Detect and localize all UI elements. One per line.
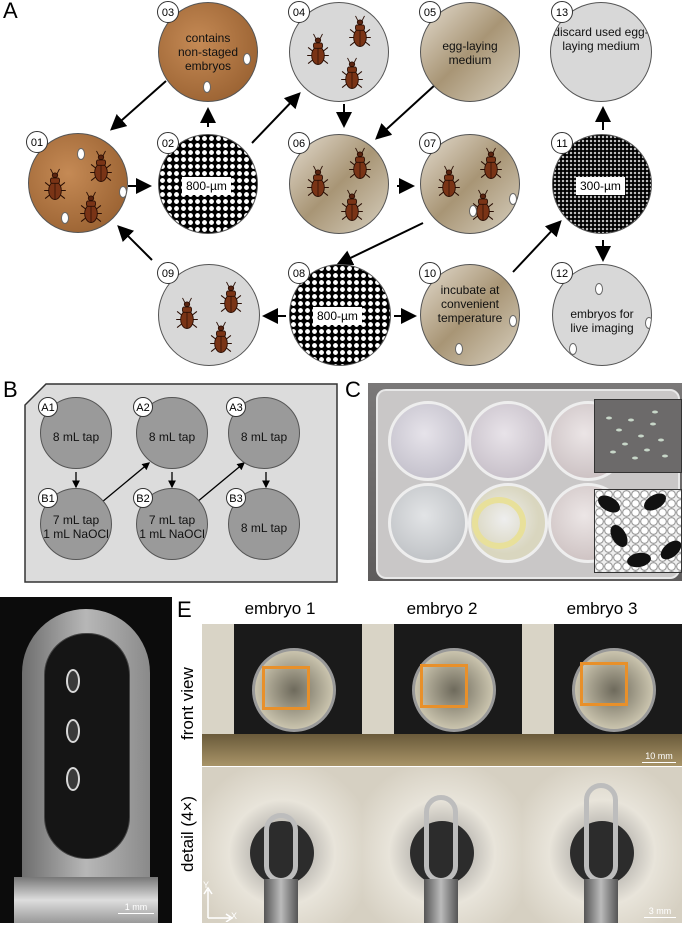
egg-icon bbox=[119, 186, 127, 198]
egg-icon bbox=[569, 343, 577, 355]
step-number: 06 bbox=[288, 132, 310, 154]
inset-embryos-on-mesh bbox=[594, 489, 682, 573]
step-number: 10 bbox=[419, 262, 441, 284]
well-text: 8 mL tap bbox=[41, 430, 111, 444]
front-view-embryo-1 bbox=[202, 624, 362, 766]
well-text: 8 mL tap bbox=[229, 521, 299, 535]
well-id: A1 bbox=[38, 397, 58, 417]
panel-label-e: E bbox=[177, 597, 192, 623]
axis-x-label: X bbox=[231, 911, 237, 921]
scale-bar bbox=[118, 913, 154, 914]
holder-window bbox=[44, 633, 130, 859]
well-text: 7 mL tap bbox=[137, 513, 207, 527]
embryo-slot bbox=[66, 767, 80, 791]
mesh-label: 300-µm bbox=[576, 177, 625, 195]
step-number: 07 bbox=[419, 132, 441, 154]
roi-box bbox=[580, 662, 628, 706]
front-view-embryo-2 bbox=[362, 624, 522, 766]
holder-stem bbox=[424, 879, 458, 923]
mesh-label: 800-µm bbox=[313, 307, 362, 325]
step-number: 13 bbox=[551, 1, 573, 23]
inset-embryos-overview bbox=[594, 399, 682, 473]
scale-label: 3 mm bbox=[640, 906, 680, 916]
step-number: 08 bbox=[288, 262, 310, 284]
step-number: 02 bbox=[157, 132, 179, 154]
egg-icon bbox=[77, 148, 85, 160]
scale-bar bbox=[644, 917, 676, 918]
well-id: B1 bbox=[38, 488, 58, 508]
egg-icon bbox=[203, 81, 211, 93]
holder-loop bbox=[424, 795, 458, 883]
front-view-embryo-3: 10 mm bbox=[522, 624, 682, 766]
circle-05-text: egg-laying medium bbox=[421, 39, 519, 67]
holder-stem bbox=[584, 879, 618, 923]
circle-10-text: incubate at convenient temperature bbox=[421, 283, 519, 325]
well-plate-photo bbox=[368, 383, 682, 581]
sample-holder-photo: 1 mm bbox=[0, 597, 172, 923]
column-header: embryo 1 bbox=[220, 599, 340, 619]
plate-well bbox=[468, 401, 548, 481]
egg-icon bbox=[455, 343, 463, 355]
panel-label-c: C bbox=[345, 377, 361, 403]
axis-y-label: Y bbox=[203, 880, 209, 890]
detail-embryo-3: 3 mm bbox=[522, 767, 682, 923]
sieve-insert bbox=[472, 497, 526, 549]
circle-12-text: embryos for live imaging bbox=[553, 307, 651, 335]
embryos-detail bbox=[595, 490, 681, 572]
egg-icon bbox=[243, 53, 251, 65]
mesh-label: 800-µm bbox=[182, 177, 231, 195]
egg-icon bbox=[469, 205, 477, 217]
circle-13-text: discard used egg-laying medium bbox=[551, 25, 651, 53]
row-label: front view bbox=[178, 667, 198, 740]
well-text: 7 mL tap bbox=[41, 513, 111, 527]
step-number: 04 bbox=[288, 1, 310, 23]
panel-label-b: B bbox=[3, 377, 18, 403]
well-text: 8 mL tap bbox=[137, 430, 207, 444]
stage-base bbox=[202, 734, 362, 766]
egg-icon bbox=[645, 317, 652, 329]
embryo-slot bbox=[66, 719, 80, 743]
scale-label: 1 mm bbox=[116, 902, 156, 912]
column-header: embryo 3 bbox=[542, 599, 662, 619]
step-number: 09 bbox=[157, 262, 179, 284]
column-header: embryo 2 bbox=[382, 599, 502, 619]
detail-embryo-2 bbox=[362, 767, 522, 923]
circle-03-text: contains non-staged embryos bbox=[159, 31, 257, 73]
well-text: 8 mL tap bbox=[229, 430, 299, 444]
egg-icon bbox=[61, 212, 69, 224]
well-id: B2 bbox=[133, 488, 153, 508]
step-number: 11 bbox=[551, 132, 573, 154]
egg-icon bbox=[595, 283, 603, 295]
step-number: 01 bbox=[26, 131, 48, 153]
well-text: 1 mL NaOCl bbox=[137, 527, 207, 541]
stage-base bbox=[362, 734, 522, 766]
egg-icon bbox=[509, 193, 517, 205]
holder-loop bbox=[584, 783, 618, 883]
embryos-scatter bbox=[595, 400, 681, 472]
roi-box bbox=[420, 664, 468, 708]
row-label: detail (4×) bbox=[178, 796, 198, 872]
holder-stem bbox=[14, 877, 158, 923]
well-text: 1 mL NaOCl bbox=[41, 527, 111, 541]
step-number: 12 bbox=[551, 262, 573, 284]
egg-icon bbox=[509, 315, 517, 327]
well-id: A3 bbox=[226, 397, 246, 417]
holder-loop bbox=[264, 813, 298, 883]
step-number: 03 bbox=[157, 1, 179, 23]
plate-well bbox=[388, 483, 468, 563]
scale-label: 10 mm bbox=[638, 751, 680, 761]
plate-well bbox=[388, 401, 468, 481]
step-number: 05 bbox=[419, 1, 441, 23]
roi-box bbox=[262, 666, 310, 710]
scale-bar bbox=[642, 762, 676, 763]
well-id: A2 bbox=[133, 397, 153, 417]
embryo-slot bbox=[66, 669, 80, 693]
holder-stem bbox=[264, 879, 298, 923]
well-id: B3 bbox=[226, 488, 246, 508]
